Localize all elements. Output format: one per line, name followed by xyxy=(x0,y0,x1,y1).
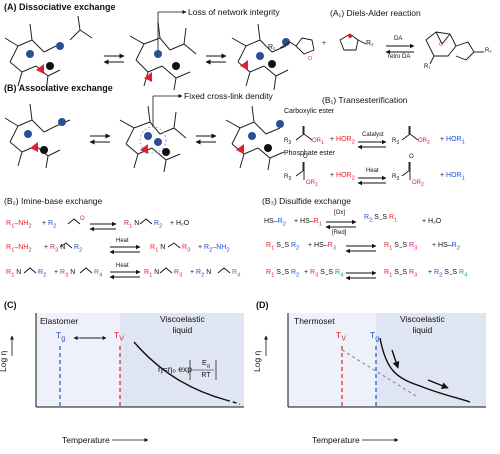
xlabel-c: Temperature xyxy=(62,435,110,445)
maleimide-structure xyxy=(339,33,367,51)
r1-label: R₁ xyxy=(268,44,276,51)
panel-c-label: (C) xyxy=(4,300,17,310)
or1-label: OR1 xyxy=(312,138,324,147)
r3-label: R3 xyxy=(284,138,292,147)
panel-a-title: (A) Dissociative exchange xyxy=(4,2,116,12)
network-a3 xyxy=(231,23,289,91)
red-label: [Red] xyxy=(332,230,347,236)
hor2-label: + HOR2 xyxy=(330,136,355,146)
network-b2 xyxy=(119,105,187,173)
elastomer-label: Elastomer xyxy=(40,316,79,326)
equation-denominator: RT xyxy=(201,372,211,379)
furan-structure xyxy=(279,37,315,55)
heat-label-b2a: Heat xyxy=(116,238,129,244)
h2o-b2: + H₂O xyxy=(170,220,190,227)
plus-sign: + xyxy=(322,40,327,47)
panel-b3-title: (B₃) Disulfide exchange xyxy=(262,196,351,206)
panel-b-title: (B) Associative exchange xyxy=(4,83,113,93)
h2o-b3: + H₂O xyxy=(422,218,442,225)
plot-c xyxy=(10,313,244,442)
heat-label-b2b: Heat xyxy=(116,263,129,269)
tv-label-d: TV xyxy=(336,330,346,343)
panel-b2-title: (B₂) Imine-base exchange xyxy=(4,196,103,206)
equation-numerator: Ea xyxy=(202,360,210,370)
network-a2 xyxy=(129,21,197,91)
panel-b-callout: Fixed cross-link dendity xyxy=(184,91,273,101)
plot-d xyxy=(264,313,486,442)
ester-structures xyxy=(295,126,419,180)
thermoset-label: Thermoset xyxy=(294,316,335,326)
viscoelastic-liquid-d: Viscoelastic liquid xyxy=(400,314,445,335)
carboxylic-ester-label: Carboxylic ester xyxy=(284,108,335,115)
adduct-r2: R₂ xyxy=(485,48,492,54)
hor1-label: + HOR1 xyxy=(440,136,465,146)
imine-bonds xyxy=(23,218,231,274)
adduct-r1: R₁ xyxy=(424,64,431,70)
viscosity-equation-lhs: η=η₀ exp xyxy=(158,364,193,374)
ylabel-d: Log η xyxy=(252,350,262,372)
da-forward: DA xyxy=(394,36,403,42)
svg-text:O: O xyxy=(308,56,312,62)
ylabel-c: Log η xyxy=(0,351,8,372)
tv-label-c: TV xyxy=(114,330,124,343)
network-a1 xyxy=(4,15,93,91)
network-b1 xyxy=(4,103,71,169)
tg-label-c: Tg xyxy=(56,330,66,343)
viscoelastic-liquid-c: Viscoelastic liquid xyxy=(160,314,205,335)
blue-node xyxy=(26,50,34,58)
panel-a-callout: Loss of network integrity xyxy=(188,7,280,17)
blue-node xyxy=(56,42,64,50)
da-reverse: retro DA xyxy=(388,54,411,60)
adduct-structure xyxy=(425,31,484,65)
red-triangle xyxy=(36,64,44,74)
r2-label: R₂ xyxy=(366,40,374,47)
black-node xyxy=(46,62,54,70)
panel-d-label: (D) xyxy=(256,300,269,310)
panel-b1-title: (B₁) Transesterification xyxy=(322,95,408,105)
catalyst-label: Catalyst xyxy=(362,132,384,138)
ox-label: [Ox] xyxy=(334,210,346,216)
xlabel-d: Temperature xyxy=(312,435,360,445)
panel-a1-title: (A₁) Diels-Alder reaction xyxy=(330,8,421,18)
heat-label-b1: Heat xyxy=(366,168,379,174)
phosphate-ester-label: Phosphate ester xyxy=(284,150,335,157)
tg-label-d: Tg xyxy=(370,330,380,343)
svg-text:O: O xyxy=(439,42,443,48)
